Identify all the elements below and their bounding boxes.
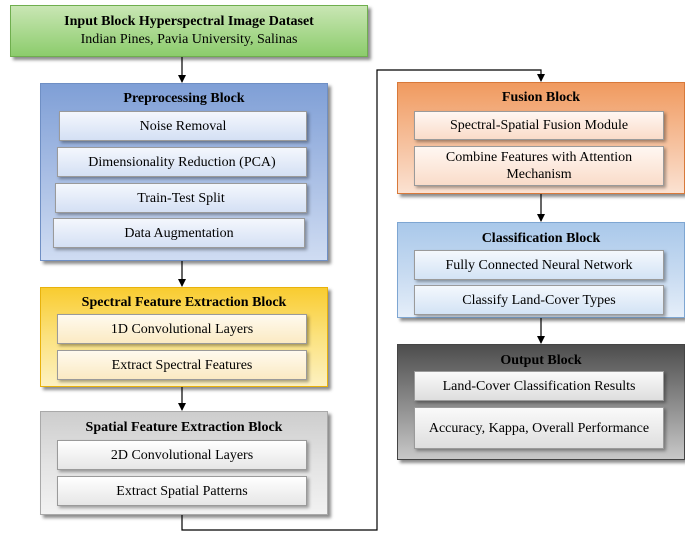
train-test-split-item: Train-Test Split [55, 183, 307, 213]
fully-connected-nn-item: Fully Connected Neural Network [414, 250, 664, 280]
classification-block-title: Classification Block [481, 231, 601, 246]
extract-spectral-features-item: Extract Spectral Features [57, 350, 307, 380]
output-block: Output Block Land-Cover Classification R… [397, 344, 685, 460]
spectral-block-title: Spectral Feature Extraction Block [81, 295, 287, 310]
fusion-block: Fusion Block Spectral-Spatial Fusion Mod… [397, 82, 685, 194]
arrow-spatial-to-fusion [181, 69, 545, 531]
preprocessing-block-title: Preprocessing Block [123, 91, 245, 106]
extract-spatial-patterns-item: Extract Spatial Patterns [57, 476, 307, 506]
accuracy-kappa-item: Accuracy, Kappa, Overall Performance [414, 407, 664, 449]
classify-land-cover-item: Classify Land-Cover Types [414, 285, 664, 315]
classification-results-item: Land-Cover Classification Results [414, 371, 664, 401]
classification-block: Classification Block Fully Connected Neu… [397, 222, 685, 318]
noise-removal-item: Noise Removal [59, 111, 307, 141]
spatial-feature-block: Spatial Feature Extraction Block 2D Conv… [40, 411, 328, 515]
fusion-module-item: Spectral-Spatial Fusion Module [414, 111, 664, 140]
dimensionality-reduction-item: Dimensionality Reduction (PCA) [57, 147, 307, 177]
input-block: Input Block Hyperspectral Image Dataset … [10, 5, 368, 57]
spectral-feature-block: Spectral Feature Extraction Block 1D Con… [40, 287, 328, 387]
data-augmentation-item: Data Augmentation [53, 218, 305, 248]
input-block-datasets: Indian Pines, Pavia University, Salinas [80, 32, 298, 47]
output-block-title: Output Block [500, 353, 582, 368]
preprocessing-block: Preprocessing Block Noise Removal Dimens… [40, 83, 328, 261]
attention-combine-item: Combine Features with Attention Mechanis… [414, 146, 664, 186]
2d-conv-layers-item: 2D Convolutional Layers [57, 440, 307, 470]
fusion-block-title: Fusion Block [501, 90, 581, 105]
1d-conv-layers-item: 1D Convolutional Layers [57, 314, 307, 344]
spatial-block-title: Spatial Feature Extraction Block [85, 420, 283, 435]
input-block-title: Input Block Hyperspectral Image Dataset [64, 14, 314, 29]
